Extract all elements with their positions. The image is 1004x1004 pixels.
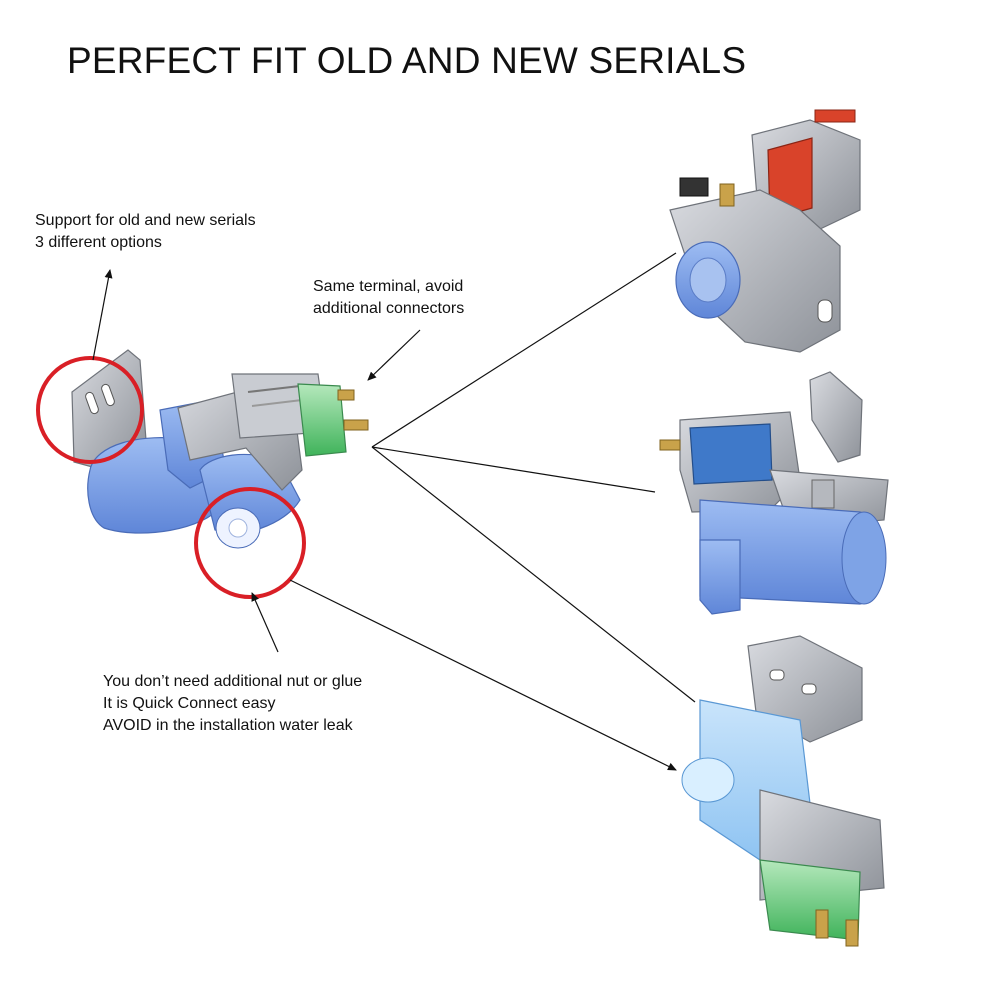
quick-connect-arrow	[251, 592, 279, 653]
support-note-line-1: Support for old and new serials	[35, 212, 256, 229]
line-to-option-3	[371, 446, 696, 703]
connector-lines	[371, 252, 696, 703]
quick-connect-note-line-3: AVOID in the installation water leak	[103, 717, 353, 734]
quick-connect-note-line-2: It is Quick Connect easy	[103, 695, 276, 712]
option-valve-1-image	[669, 109, 861, 353]
terminal-note: Same terminal, avoid additional connecto…	[313, 276, 464, 320]
line-to-option-1	[371, 252, 677, 448]
option-valve-2-image	[659, 371, 889, 615]
terminal-note-line-1: Same terminal, avoid	[313, 278, 464, 295]
terminal-note-line-2: additional connectors	[313, 300, 465, 317]
annotation-arrows	[92, 269, 677, 771]
outlet-highlight-circle	[194, 487, 306, 599]
main-water-valve-image	[71, 349, 369, 549]
support-arrow	[92, 269, 113, 361]
line-to-option-2	[371, 446, 656, 493]
option-valve-3-image	[681, 635, 885, 947]
terminal-arrow	[367, 329, 421, 381]
bracket-highlight-circle	[36, 356, 144, 464]
quick-connect-note: You don’t need additional nut or glue It…	[103, 671, 362, 737]
quick-connect-note-line-1: You don’t need additional nut or glue	[103, 673, 363, 690]
support-note: Support for old and new serials 3 differ…	[35, 210, 256, 254]
outlet-to-option-3-arrow	[289, 579, 677, 771]
page-title: PERFECT FIT OLD AND NEW SERIALS	[67, 40, 747, 81]
support-note-line-2: 3 different options	[35, 234, 162, 251]
